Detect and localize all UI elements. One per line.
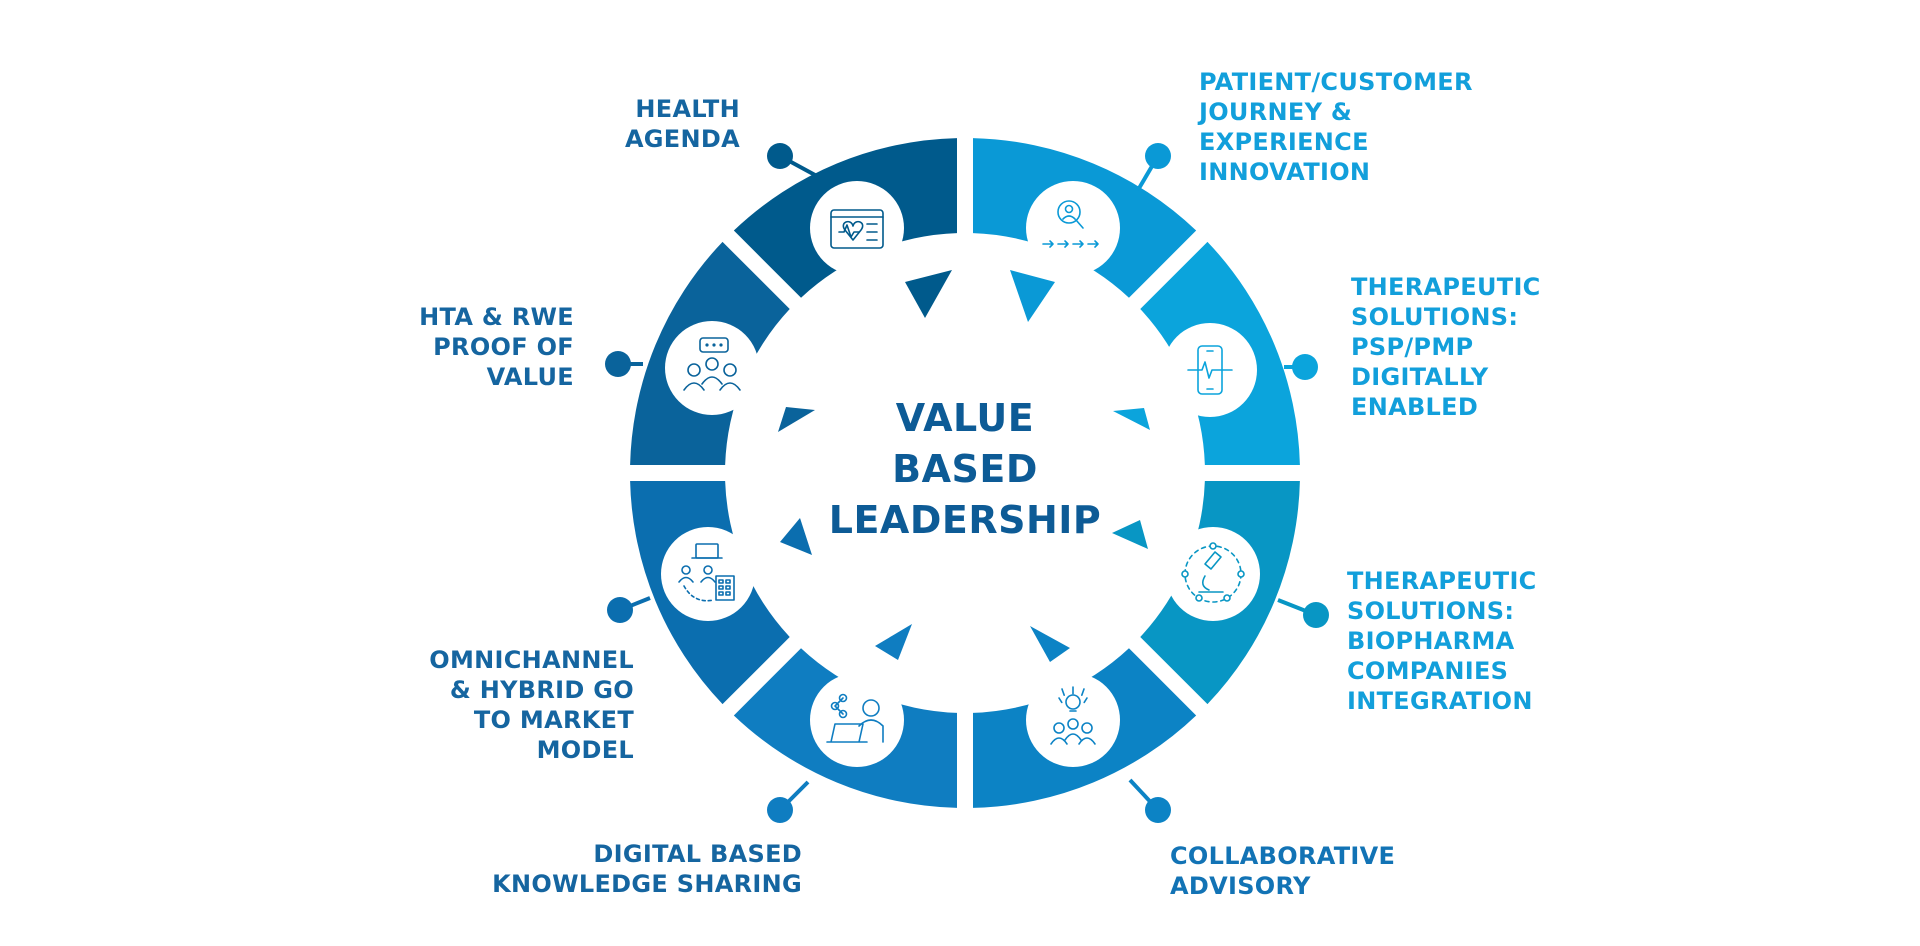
icon-disc — [665, 321, 759, 415]
segment-omnichannel — [607, 480, 812, 705]
group-discussion-icon — [683, 337, 741, 391]
segment-tab — [1112, 520, 1148, 549]
connector-dot — [1145, 797, 1171, 823]
label-line: THERAPEUTIC — [1347, 567, 1537, 595]
icon-disc — [1163, 323, 1257, 417]
label-line: TO MARKET — [473, 706, 634, 734]
label-line: SOLUTIONS: — [1351, 303, 1519, 331]
segment-therapeutic-biopharma — [1112, 480, 1329, 705]
label-line: PATIENT/CUSTOMER — [1199, 68, 1473, 96]
center-title-line-1: VALUE — [895, 396, 1035, 440]
connector-dot — [1303, 602, 1329, 628]
segment-collaborative-advisory — [972, 626, 1197, 823]
label-line: KNOWLEDGE SHARING — [492, 870, 802, 898]
connector-dot — [607, 597, 633, 623]
connector-dot — [1292, 354, 1318, 380]
laptop-share-icon — [826, 693, 884, 743]
label-line: AGENDA — [624, 125, 740, 153]
connector-dot — [767, 797, 793, 823]
label-line: COLLABORATIVE — [1170, 842, 1396, 870]
mobile-heartbeat-icon — [1187, 345, 1233, 395]
label-line: & HYBRID GO — [449, 676, 634, 704]
connector-dot — [605, 351, 631, 377]
label-line: DIGITAL BASED — [593, 840, 802, 868]
label-line: THERAPEUTIC — [1351, 273, 1541, 301]
label-line: ADVISORY — [1170, 872, 1311, 900]
label-line: SOLUTIONS: — [1347, 597, 1515, 625]
segment-tab — [875, 624, 912, 660]
segment-tab — [1030, 626, 1070, 662]
label-line: OMNICHANNEL — [429, 646, 634, 674]
label-line: COMPANIES — [1347, 657, 1509, 685]
connector-dot — [1145, 143, 1171, 169]
label-line: HTA & RWE — [419, 303, 574, 331]
label-line: DIGITALLY — [1351, 363, 1489, 391]
label-line: BIOPHARMA — [1347, 627, 1515, 655]
label-line: PROOF OF — [433, 333, 574, 361]
label-line: HEALTH — [635, 95, 740, 123]
label-line: VALUE — [486, 363, 574, 391]
segment-tab — [1010, 270, 1055, 322]
icon-disc — [1026, 181, 1120, 275]
segment-digital-knowledge — [733, 624, 958, 823]
segment-tab — [778, 407, 815, 432]
label-line: ENABLED — [1351, 393, 1479, 421]
icon-disc — [1166, 527, 1260, 621]
center-title: VALUE BASED LEADERSHIP — [800, 393, 1130, 546]
microscope-icon — [1181, 542, 1245, 603]
icon-disc — [810, 181, 904, 275]
segment-patient-journey — [972, 138, 1197, 322]
segment-tab — [780, 518, 812, 555]
patient-journey-icon — [1042, 200, 1099, 248]
segment-hta-rwe — [605, 241, 815, 466]
segment-therapeutic-psp — [1113, 241, 1318, 466]
segment-tab — [1113, 408, 1150, 430]
label-line: PSP/PMP — [1351, 333, 1474, 361]
label-line: INTEGRATION — [1347, 687, 1533, 715]
label-line: JOURNEY & — [1199, 98, 1353, 126]
segment-ring — [605, 138, 1329, 823]
omnichannel-network-icon — [678, 543, 735, 602]
label-line: EXPERIENCE — [1199, 128, 1369, 156]
icon-disc — [1026, 673, 1120, 767]
segment-health-agenda — [733, 138, 958, 318]
health-dashboard-icon — [830, 209, 884, 249]
label-line: INNOVATION — [1199, 158, 1371, 186]
connector-dot — [767, 143, 793, 169]
icon-disc — [810, 673, 904, 767]
team-idea-icon — [1050, 686, 1096, 745]
center-title-line-3: LEADERSHIP — [828, 498, 1102, 542]
center-title-line-2: BASED — [892, 447, 1038, 491]
segment-tab — [905, 270, 952, 318]
label-line: MODEL — [536, 736, 634, 764]
